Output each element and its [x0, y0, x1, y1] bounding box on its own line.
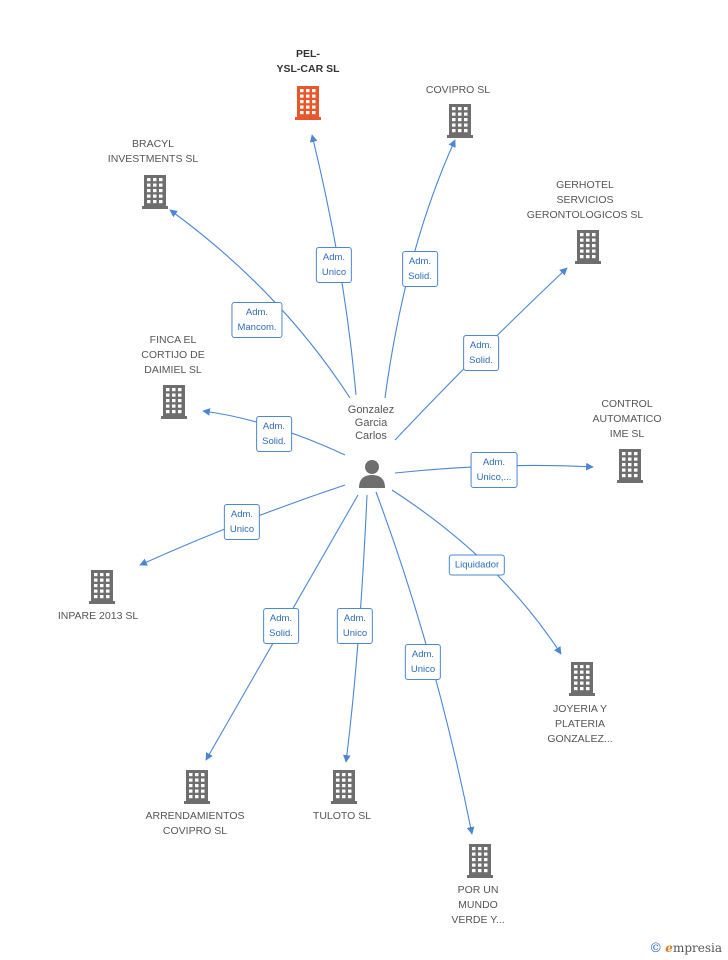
joyeria-label-line: GONZALEZ...	[547, 733, 613, 745]
covipro-label-line: COVIPRO SL	[425, 84, 491, 96]
relation-badge-line: Adm.	[469, 340, 493, 351]
porunmundo-label[interactable]: POR UN MUNDO VERDE Y...	[451, 883, 504, 928]
relation-badge-line: Adm.	[411, 649, 435, 660]
relation-badge-line: Unico,...	[476, 472, 512, 483]
porunmundo-label-line: VERDE Y...	[451, 914, 505, 926]
gerhotel-label-line: SERVICIOS	[556, 194, 614, 206]
relation-badge-line: Adm.	[482, 457, 506, 468]
control-label-line: IME SL	[609, 428, 645, 440]
person-name-line-1: Gonzalez	[347, 404, 395, 416]
relation-badge-pel[interactable]: Adm. Unico	[315, 247, 353, 283]
arrendamientos-label-line: COVIPRO SL	[162, 825, 228, 837]
inpare-label[interactable]: INPARE 2013 SL	[58, 609, 138, 624]
brand-rest: mpresia	[672, 941, 722, 955]
relation-badge-line: Adm.	[245, 307, 269, 318]
finca-label[interactable]: FINCA EL CORTIJO DE DAIMIEL SL	[141, 333, 204, 378]
person-icon	[359, 460, 385, 488]
pel-label[interactable]: PEL- YSL-CAR SL	[277, 47, 340, 77]
bracyl-building-icon[interactable]	[142, 175, 168, 209]
relation-badge-tuloto[interactable]: Adm. Unico	[336, 608, 374, 644]
tuloto-building-icon[interactable]	[331, 770, 357, 804]
relation-badge-line: Adm.	[230, 509, 254, 520]
pel-label-line: PEL-	[296, 48, 320, 60]
relation-badge-gerhotel[interactable]: Adm. Solid.	[463, 335, 499, 371]
porunmundo-label-line: POR UN	[457, 884, 499, 896]
person-name-line-3: Carlos	[355, 430, 387, 442]
control-label-line: AUTOMATICO	[592, 413, 662, 425]
relation-badge-line: Mancom.	[237, 322, 277, 333]
relation-badge-line: Adm.	[343, 613, 367, 624]
relation-badge-finca[interactable]: Adm. Solid.	[256, 416, 292, 452]
finca-building-icon[interactable]	[161, 385, 187, 419]
joyeria-label[interactable]: JOYERIA Y PLATERIA GONZALEZ...	[547, 702, 612, 747]
arrendamientos-label-line: ARRENDAMIENTOS	[145, 810, 245, 822]
relation-badge-inpare[interactable]: Adm. Unico	[223, 504, 261, 540]
tuloto-label-line: TULOTO SL	[312, 810, 372, 822]
gerhotel-building-icon[interactable]	[575, 230, 601, 264]
covipro-building-icon[interactable]	[447, 104, 473, 138]
finca-label-line: CORTIJO DE	[141, 349, 205, 361]
control-building-icon[interactable]	[617, 449, 643, 483]
control-label-line: CONTROL	[601, 398, 653, 410]
edge-bracyl	[169, 209, 351, 399]
relation-badge-line: Unico	[410, 664, 436, 675]
relation-badge-line: Unico	[321, 267, 347, 278]
relation-badge-arrendamientos[interactable]: Adm. Solid.	[263, 608, 299, 644]
relation-badge-line: Solid.	[262, 436, 286, 447]
relation-badge-line: Solid.	[408, 271, 432, 282]
relation-badge-line: Liquidador	[454, 559, 500, 571]
relation-badge-porunmundo[interactable]: Adm. Unico	[404, 644, 442, 680]
relation-badge-line: Adm.	[262, 421, 286, 432]
person-node[interactable]	[357, 458, 387, 488]
porunmundo-label-line: MUNDO	[458, 899, 498, 911]
bracyl-label-line: BRACYL	[131, 138, 174, 150]
porunmundo-building-icon[interactable]	[467, 844, 493, 878]
brand-initial: e	[665, 941, 673, 955]
pel-label-line: YSL-CAR SL	[276, 63, 340, 75]
joyeria-label-line: JOYERIA Y	[552, 703, 608, 715]
inpare-label-line: INPARE 2013 SL	[57, 610, 139, 622]
arrendamientos-label[interactable]: ARRENDAMIENTOS COVIPRO SL	[146, 809, 245, 839]
relation-badge-line: Adm.	[269, 613, 293, 624]
arrendamientos-building-icon[interactable]	[184, 770, 210, 804]
finca-label-line: DAIMIEL SL	[144, 364, 202, 376]
relation-badge-bracyl[interactable]: Adm. Mancom.	[231, 302, 283, 338]
gerhotel-label-line: GERONTOLOGICOS SL	[526, 209, 644, 221]
gerhotel-label-line: GERHOTEL	[556, 179, 614, 191]
joyeria-building-icon[interactable]	[569, 662, 595, 696]
tuloto-label[interactable]: TULOTO SL	[313, 809, 371, 824]
relation-badge-line: Adm.	[408, 256, 432, 267]
control-label[interactable]: CONTROL AUTOMATICO IME SL	[592, 397, 661, 442]
covipro-label[interactable]: COVIPRO SL	[426, 83, 490, 98]
relation-badge-line: Solid.	[269, 628, 293, 639]
pel-building-icon[interactable]	[295, 86, 321, 120]
person-name: Gonzalez Garcia Carlos	[348, 404, 394, 443]
bracyl-label[interactable]: BRACYL INVESTMENTS SL	[108, 137, 198, 167]
inpare-building-icon[interactable]	[89, 570, 115, 604]
relation-badge-line: Unico	[229, 524, 255, 535]
relation-badge-line: Solid.	[469, 355, 493, 366]
relation-badge-covipro[interactable]: Adm. Solid.	[402, 251, 438, 287]
bracyl-label-line: INVESTMENTS SL	[107, 153, 199, 165]
relation-badge-line: Adm.	[322, 252, 346, 263]
copyright-icon: ©	[649, 941, 663, 956]
person-name-line-2: Garcia	[354, 417, 388, 429]
joyeria-label-line: PLATERIA	[555, 718, 605, 730]
finca-label-line: FINCA EL	[149, 334, 197, 346]
relation-badge-control[interactable]: Adm. Unico,...	[470, 452, 518, 488]
relation-badge-line: Unico	[342, 628, 368, 639]
relation-badge-joyeria[interactable]: Liquidador	[448, 554, 506, 576]
gerhotel-label[interactable]: GERHOTEL SERVICIOS GERONTOLOGICOS SL	[527, 178, 644, 223]
empresia-watermark: ©empresia	[649, 941, 722, 956]
